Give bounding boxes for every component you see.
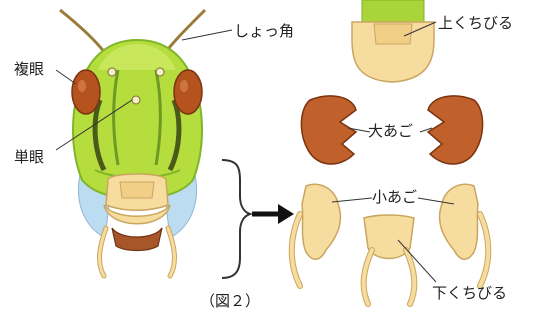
compound-eye-left — [72, 70, 100, 114]
lower-lip-part — [364, 215, 415, 304]
label-lower-lip: 下くちびる — [432, 282, 507, 303]
label-antenna: しょっ角 — [234, 20, 294, 41]
bracket — [222, 160, 250, 278]
upper-lip-part — [352, 0, 434, 82]
label-simple-eye: 単眼 — [14, 146, 44, 167]
maxilla-right — [440, 184, 489, 286]
label-compound-eye: 複眼 — [14, 58, 44, 79]
figure-caption: （図２） — [200, 290, 260, 311]
mandible-left — [301, 96, 356, 164]
maxilla-left — [292, 184, 341, 286]
simple-eye-top-left — [108, 68, 116, 76]
grasshopper-head — [60, 10, 205, 276]
label-mandible: 大あご — [368, 120, 413, 141]
compound-eye-right — [174, 70, 202, 114]
mandible-right — [428, 96, 483, 164]
label-maxilla: 小あご — [372, 186, 417, 207]
label-upper-lip: 上くちびる — [438, 12, 513, 33]
simple-eye-center — [132, 96, 140, 104]
simple-eye-top-right — [156, 68, 164, 76]
